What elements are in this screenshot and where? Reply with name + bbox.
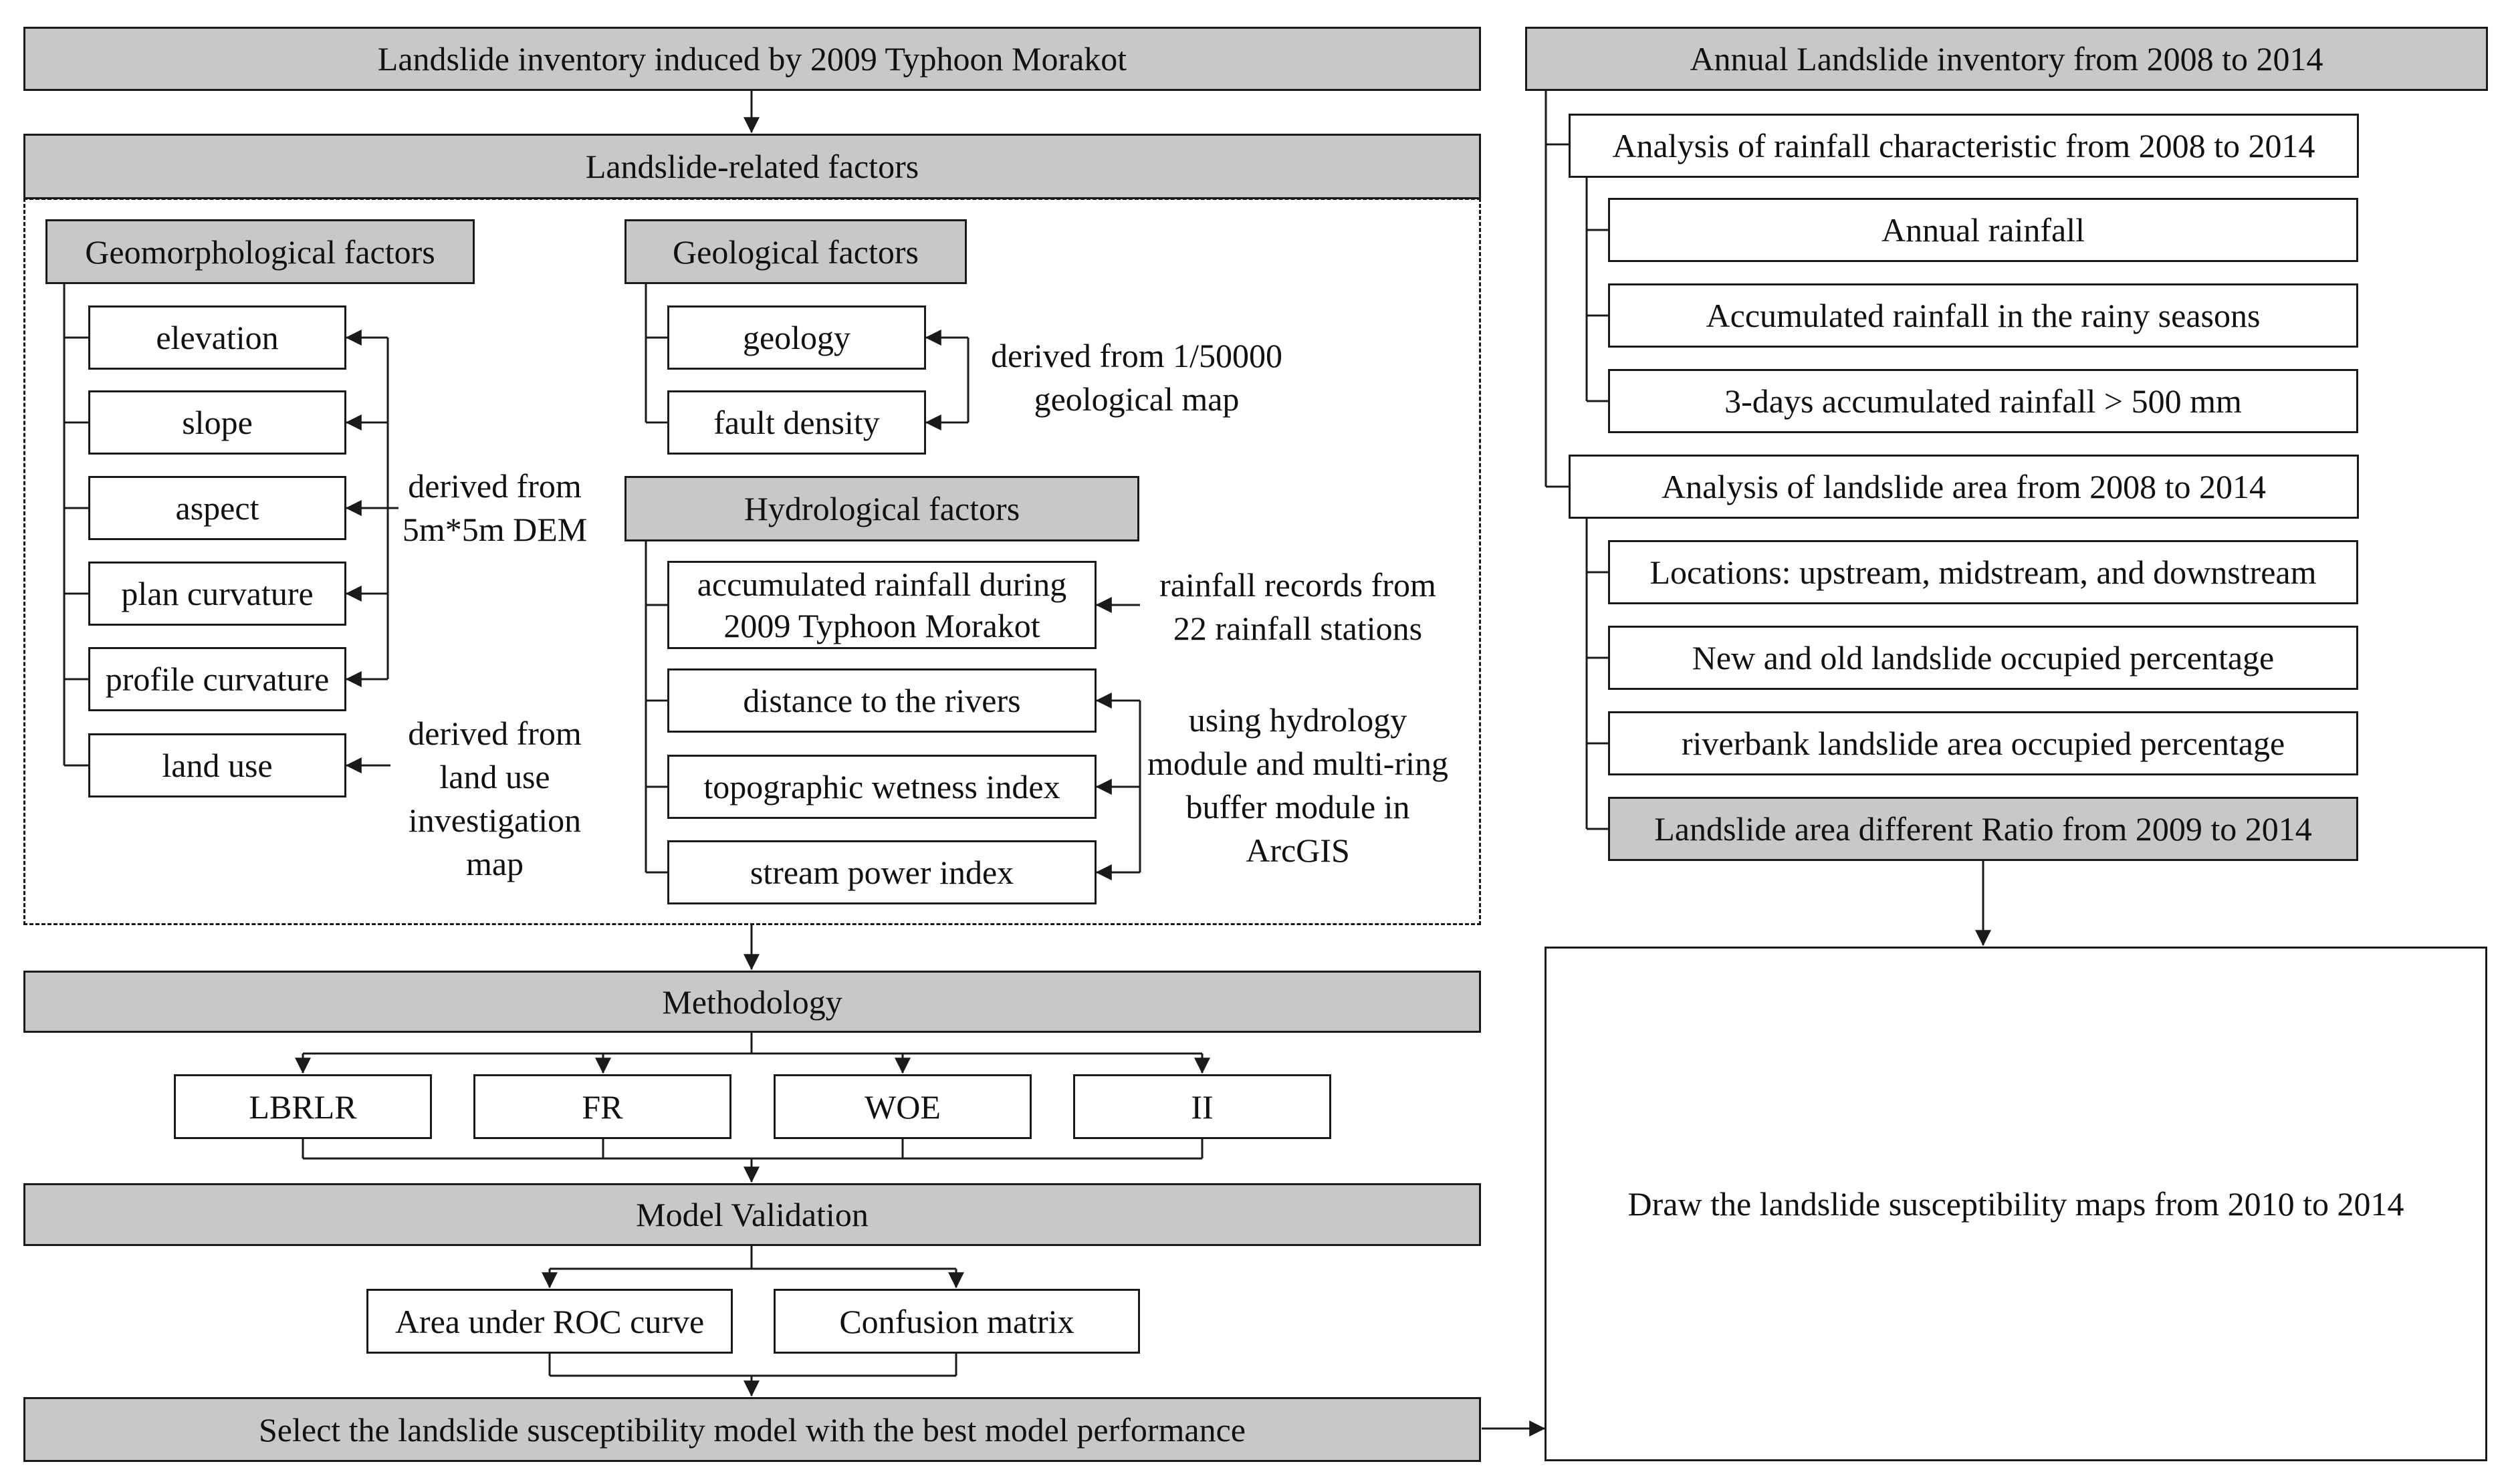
rainfall-source-note: rainfall records from 22 rainfall statio… bbox=[1159, 566, 1436, 647]
factor-profile-curvature: profile curvature bbox=[88, 647, 346, 711]
landuse-source-note: derived from land use investigation map bbox=[408, 715, 582, 882]
factor-geology: geology bbox=[667, 305, 926, 370]
area-riverbank-percentage: riverbank landslide area occupied percen… bbox=[1608, 711, 2358, 775]
geology-source-note: derived from 1/50000 geological map bbox=[990, 337, 1282, 418]
factor-topographic-wetness-index: topographic wetness index bbox=[667, 755, 1097, 819]
area-new-old-percentage: New and old landslide occupied percentag… bbox=[1608, 626, 2358, 690]
factor-land-use: land use bbox=[88, 733, 346, 797]
select-model-box: Select the landslide susceptibility mode… bbox=[23, 1397, 1481, 1462]
factors-header: Landslide-related factors bbox=[23, 134, 1481, 199]
factor-fault-density: fault density bbox=[667, 390, 926, 455]
factor-aspect: aspect bbox=[88, 476, 346, 540]
factor-distance-to-rivers: distance to the rivers bbox=[667, 668, 1097, 733]
landslide-area-analysis-box: Analysis of landslide area from 2008 to … bbox=[1569, 455, 2359, 519]
area-locations: Locations: upstream, midstream, and down… bbox=[1608, 540, 2358, 604]
rainfall-annual: Annual rainfall bbox=[1608, 198, 2358, 262]
arcgis-source-note: using hydrology module and multi-ring bu… bbox=[1147, 701, 1448, 869]
factors-dashed-container bbox=[23, 198, 1481, 925]
methodology-box: Methodology bbox=[23, 971, 1481, 1033]
method-woe: WOE bbox=[774, 1074, 1032, 1139]
model-validation-box: Model Validation bbox=[23, 1183, 1481, 1246]
factor-stream-power-index: stream power index bbox=[667, 840, 1097, 904]
rainfall-rainy-seasons: Accumulated rainfall in the rainy season… bbox=[1608, 283, 2358, 348]
geomorphological-header: Geomorphological factors bbox=[45, 219, 475, 284]
method-lbrlr: LBRLR bbox=[174, 1074, 432, 1139]
rainfall-3day-500mm: 3-days accumulated rainfall > 500 mm bbox=[1608, 369, 2358, 433]
validation-roc: Area under ROC curve bbox=[366, 1289, 733, 1354]
hydrological-header: Hydrological factors bbox=[624, 476, 1139, 541]
factor-slope: slope bbox=[88, 390, 346, 455]
rainfall-analysis-box: Analysis of rainfall characteristic from… bbox=[1569, 114, 2359, 178]
factor-elevation: elevation bbox=[88, 305, 346, 370]
annual-inventory-box: Annual Landslide inventory from 2008 to … bbox=[1525, 27, 2488, 91]
area-different-ratio: Landslide area different Ratio from 2009… bbox=[1608, 797, 2358, 861]
method-fr: FR bbox=[473, 1074, 731, 1139]
final-susceptibility-maps-box: Draw the landslide susceptibility maps f… bbox=[1545, 947, 2487, 1461]
inventory-2009-box: Landslide inventory induced by 2009 Typh… bbox=[23, 27, 1481, 91]
dem-source-note: derived from 5m*5m DEM bbox=[402, 467, 588, 548]
factor-plan-curvature: plan curvature bbox=[88, 562, 346, 626]
validation-confusion-matrix: Confusion matrix bbox=[774, 1289, 1140, 1354]
geological-header: Geological factors bbox=[624, 219, 967, 284]
factor-accumulated-rainfall: accumulated rainfall during 2009 Typhoon… bbox=[667, 561, 1097, 649]
method-ii: II bbox=[1073, 1074, 1331, 1139]
